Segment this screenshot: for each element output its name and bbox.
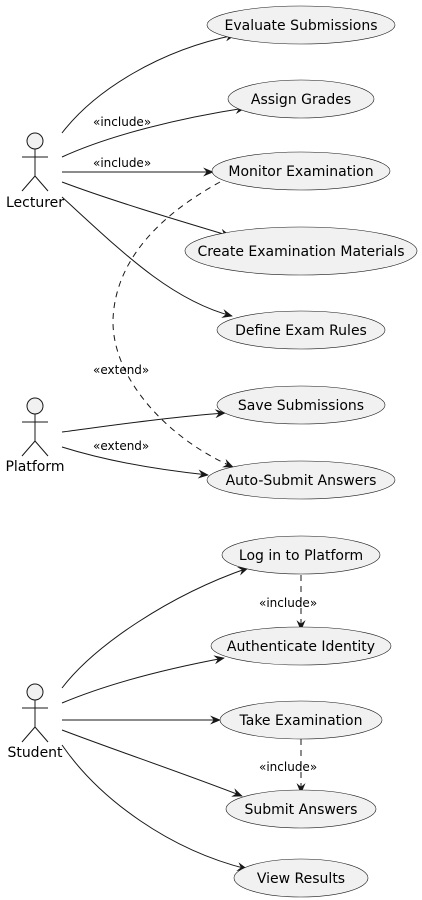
edge-lecturer-create-materials [61,181,231,238]
label-extend-monitor-autosubmit: «extend» [93,363,149,377]
label-extend-platform-autosubmit: «extend» [93,439,149,453]
edge-student-log-in [61,566,249,689]
use-case-log-in-to-platform[interactable]: Log in to Platform [221,535,381,575]
actor-body [21,414,49,457]
edge-student-view-results [61,744,248,871]
use-case-label: Monitor Examination [228,164,373,180]
edge-lecturer-evaluate-submissions [61,32,236,134]
actor-label: Lecturer [6,195,64,211]
use-case-submit-answers[interactable]: Submit Answers [225,789,377,829]
use-case-label: Auto-Submit Answers [226,473,377,489]
label-include-monitor-examination: «include» [93,156,151,170]
actor-label: Student [7,745,63,761]
use-case-label: Create Examination Materials [197,244,404,260]
use-case-authenticate-identity[interactable]: Authenticate Identity [210,626,392,666]
use-case-label: Take Examination [239,713,363,729]
use-case-take-examination[interactable]: Take Examination [219,700,383,740]
actor-body [21,149,49,192]
use-case-create-examination-materials[interactable]: Create Examination Materials [184,226,418,276]
use-case-auto-submit-answers[interactable]: Auto-Submit Answers [206,460,396,500]
edge-student-submit-answers [61,729,243,797]
actor-lecturer[interactable]: Lecturer [6,132,64,211]
label-include-login-authenticate: «include» [259,596,317,610]
use-case-label: Assign Grades [251,92,351,108]
use-case-label: Authenticate Identity [227,639,375,655]
edge-lecturer-define-rules [61,196,233,318]
use-case-save-submissions[interactable]: Save Submissions [216,385,386,425]
use-case-evaluate-submissions[interactable]: Evaluate Submissions [206,5,396,45]
edge-platform-save-submissions [61,409,226,433]
edge-extend-monitor-autosubmit [112,181,234,468]
actor-body [21,700,49,743]
use-case-assign-grades[interactable]: Assign Grades [227,79,375,119]
relationship-labels: «include» «include» «extend» «extend» «i… [93,115,317,774]
use-case-label: View Results [257,871,345,887]
edge-student-authenticate [61,655,225,704]
label-include-take-submit: «include» [259,760,317,774]
label-include-assign-grades: «include» [93,115,151,129]
actor-head [26,132,44,150]
actor-head [26,397,44,415]
edge-lecturer-assign-grades [61,105,246,158]
relationship-lines [61,32,306,871]
actor-platform[interactable]: Platform [5,397,65,475]
edge-platform-auto-submit [61,446,209,479]
use-case-label: Log in to Platform [239,548,363,564]
actor-head [26,683,44,701]
use-case-label: Define Exam Rules [235,323,367,339]
use-case-view-results[interactable]: View Results [233,858,369,898]
actor-student[interactable]: Student [7,683,63,761]
use-case-define-exam-rules[interactable]: Define Exam Rules [216,310,386,350]
use-case-label: Submit Answers [245,802,358,818]
use-case-monitor-examination[interactable]: Monitor Examination [211,151,391,191]
actor-label: Platform [5,459,64,475]
use-case-label: Evaluate Submissions [225,18,378,34]
use-case-label: Save Submissions [238,398,364,414]
